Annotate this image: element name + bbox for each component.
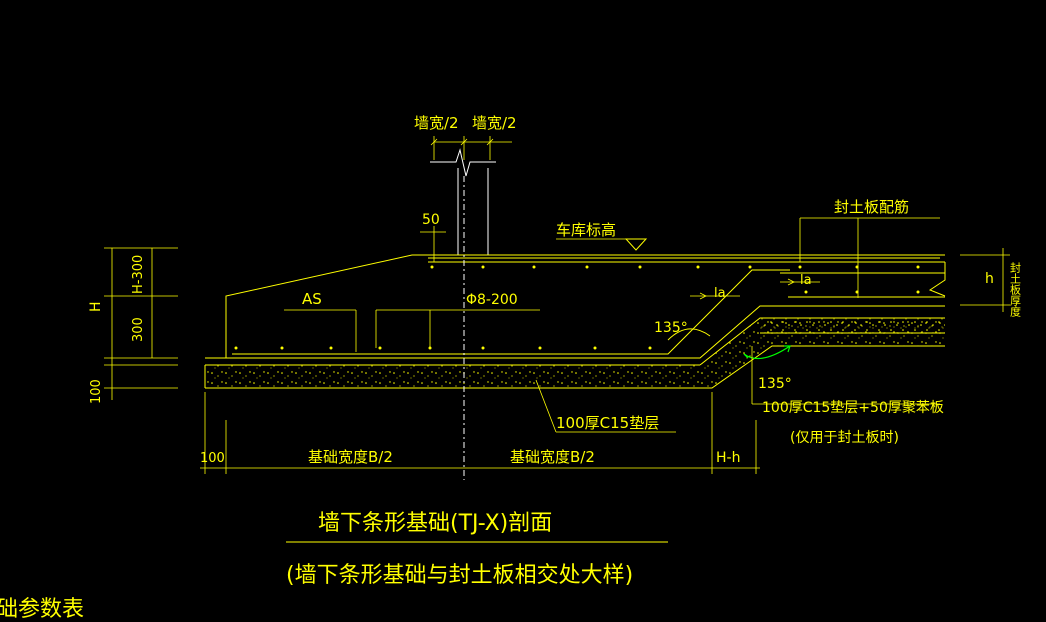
cushion-callouts: 100厚C15垫层 100厚C15垫层+50厚聚苯板 (仅用于封土板时) bbox=[535, 346, 944, 446]
base-half-right-label: 基础宽度B/2 bbox=[510, 448, 595, 466]
left-height-dims: H-300 300 H 100 bbox=[88, 247, 178, 404]
cushion-label: 100厚C15垫层 bbox=[556, 414, 659, 432]
bottom-rebar-dots bbox=[234, 346, 652, 350]
wall-outline bbox=[430, 148, 496, 255]
garage-elevation-mark: 车库标高 bbox=[556, 221, 648, 251]
seal-slab bbox=[428, 254, 946, 298]
subtitle-text: (墙下条形基础与封土板相交处大样) bbox=[286, 563, 633, 588]
dim-100-left-label: 100 bbox=[89, 379, 104, 404]
la-right-label: la bbox=[800, 273, 812, 288]
cushion-layer bbox=[204, 317, 945, 389]
dim-100-bottom-label: 100 bbox=[200, 451, 225, 466]
h-small-label: h bbox=[985, 271, 994, 287]
corner-text: 础参数表 bbox=[0, 597, 84, 622]
dim-300-label: 300 bbox=[131, 317, 146, 342]
garage-elevation-label: 车库标高 bbox=[556, 221, 616, 239]
angle-right-label: 135° bbox=[758, 376, 792, 392]
bottom-dims: 100 基础宽度B/2 基础宽度B/2 H-h bbox=[200, 392, 760, 474]
la-left-label: la bbox=[714, 286, 726, 301]
h-minus-h-label: H-h bbox=[716, 450, 740, 466]
seal-slab-rebar-label: 封土板配筋 bbox=[834, 198, 909, 216]
h-label: H bbox=[88, 301, 104, 312]
wall-width-dimension: 墙宽/2 墙宽/2 bbox=[414, 114, 517, 160]
seal-only-label: (仅用于封土板时) bbox=[790, 430, 899, 446]
wall-half-right-label: 墙宽/2 bbox=[472, 114, 517, 132]
seal-slab-thickness-label: 封土板厚度 bbox=[1009, 261, 1022, 318]
slab-rebar-dots bbox=[430, 265, 920, 294]
rebar-spec-label: Φ8-200 bbox=[466, 292, 518, 308]
cushion-plus-label: 100厚C15垫层+50厚聚苯板 bbox=[762, 399, 944, 416]
angle-left-label: 135° bbox=[654, 320, 688, 336]
base-half-left-label: 基础宽度B/2 bbox=[308, 448, 393, 466]
dim-50-label: 50 bbox=[422, 212, 440, 228]
rebar-labels: AS Φ8-200 bbox=[284, 290, 540, 352]
seal-slab-rebar-callout: 封土板配筋 bbox=[799, 198, 940, 298]
anchorage-marks: la la bbox=[690, 273, 820, 301]
angle-marks: 135° 135° bbox=[654, 320, 792, 392]
as-label: AS bbox=[302, 290, 322, 308]
title-text: 墙下条形基础(TJ-X)剖面 bbox=[318, 511, 552, 536]
drawing-title: 墙下条形基础(TJ-X)剖面 (墙下条形基础与封土板相交处大样) 础参数表 bbox=[0, 511, 668, 622]
seal-slab-thickness-dim: h 封土板厚度 bbox=[960, 248, 1022, 318]
wall-half-left-label: 墙宽/2 bbox=[414, 114, 459, 132]
h-minus-300-label: H-300 bbox=[131, 255, 146, 294]
dim-50: 50 bbox=[420, 212, 446, 262]
